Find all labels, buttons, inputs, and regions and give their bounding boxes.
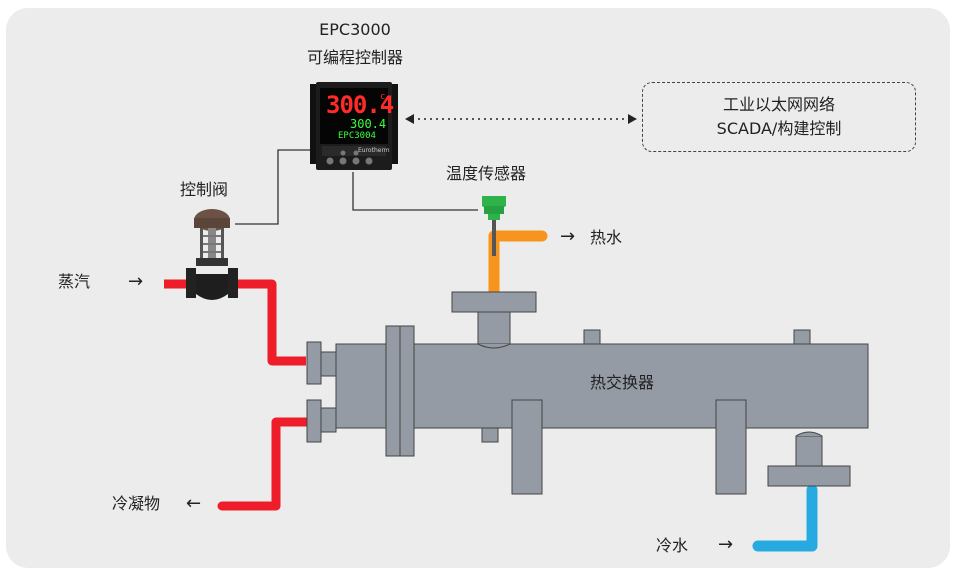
cold-water-label: 冷水: [656, 536, 689, 555]
cold-water-arrow: →: [718, 534, 734, 555]
temperature-sensor-label: 温度传感器: [446, 164, 527, 183]
network-link-arrow-left: [405, 114, 414, 124]
condensate-label: 冷凝物: [112, 494, 161, 513]
controller-model-readout: EPC3004: [338, 131, 376, 141]
controller-name-label: 可编程控制器: [306, 48, 403, 67]
controller-brand: Eurotherm: [358, 147, 390, 154]
controller-to-valve-wire: [235, 149, 318, 225]
epc3000-controller: [310, 82, 398, 170]
controller-model-label: EPC3000: [319, 20, 391, 39]
hot-water-label: 热水: [590, 228, 623, 247]
controller-pv-readout: 300.4: [326, 91, 394, 119]
steam-label: 蒸汽: [58, 272, 91, 291]
heat-exchanger: [306, 291, 869, 495]
hot-water-arrow: →: [560, 226, 576, 247]
steam-arrow: →: [128, 271, 144, 292]
network-box-line2: SCADA/构建控制: [716, 119, 842, 138]
control-valve-label: 控制阀: [180, 180, 229, 199]
control-valve: [186, 209, 238, 300]
network-box-line1: 工业以太网网络: [722, 95, 835, 114]
condensate-arrow: ←: [186, 493, 202, 514]
condensate-pipe: [217, 417, 311, 511]
controller-pv-unit: c: [380, 92, 386, 102]
network-link-arrow-right: [628, 114, 637, 124]
hot-water-pipe: [488, 230, 548, 302]
network-box: 工业以太网网络 SCADA/构建控制: [642, 82, 916, 152]
controller-to-sensor-wire: [352, 172, 478, 211]
temperature-sensor: [482, 196, 506, 256]
heat-exchanger-label: 热交换器: [590, 373, 655, 392]
controller-sp-readout: 300.4: [350, 117, 387, 131]
cold-water-pipe: [752, 484, 818, 552]
